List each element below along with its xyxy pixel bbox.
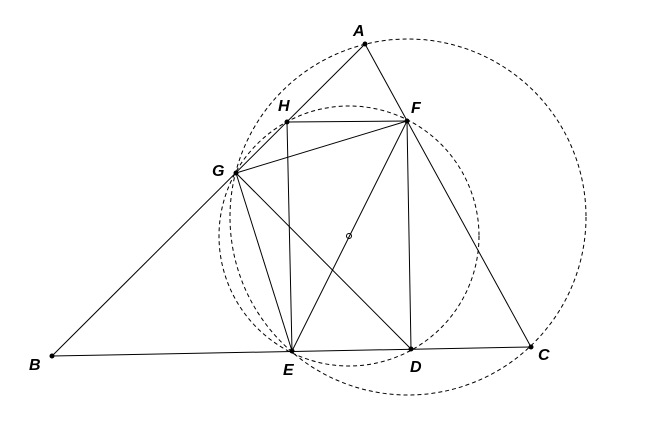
label-D: D [410,359,422,376]
point-E [289,348,295,354]
segments-layer [51,43,532,357]
point-F [404,118,410,124]
label-C: C [538,347,550,364]
segment-GD [235,172,412,350]
label-F: F [411,100,422,117]
point-C [528,344,534,350]
point-D [408,346,414,352]
point-B [49,353,55,359]
point-G [233,170,239,176]
label-B: B [29,357,41,374]
circle-small [218,105,480,367]
label-G: G [212,163,224,180]
labels-layer: A B C D E F G H [29,23,550,379]
segment-FE [291,120,408,352]
segment-GF [235,120,408,174]
circle-large [229,38,587,396]
segment-FD [406,120,412,350]
circles-layer [218,38,587,396]
segment-AC [364,43,532,348]
segment-HF [286,120,408,123]
point-A [362,41,368,47]
points-layer [49,41,534,359]
label-E: E [283,362,295,379]
segment-AB [51,43,366,357]
point-H [284,119,290,125]
label-A: A [352,23,365,40]
segment-HE [286,121,293,352]
segment-GE [235,172,293,352]
label-H: H [278,98,290,115]
